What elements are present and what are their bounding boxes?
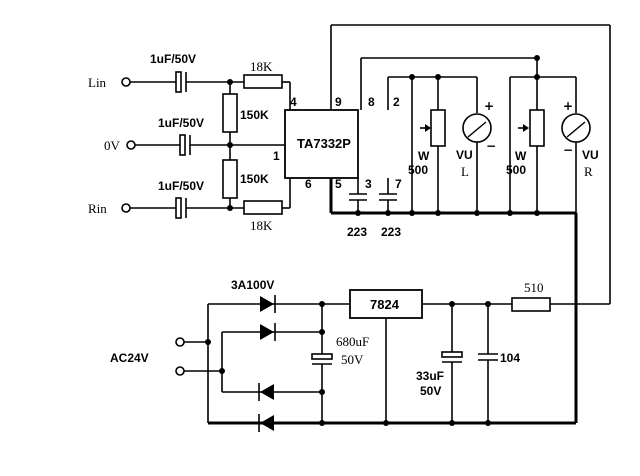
- label-cap-680-a: 680uF: [336, 334, 369, 349]
- label-lin: Lin: [88, 75, 107, 90]
- label-pin-8: 8: [368, 95, 375, 109]
- label-pot-l-w: W: [418, 149, 430, 163]
- label-cap-in-top: 1uF/50V: [150, 52, 196, 66]
- input-cap-mid: [179, 134, 230, 156]
- label-pin-6: 6: [305, 177, 312, 191]
- cap-680uf: [311, 353, 333, 365]
- label-rin: Rin: [88, 201, 107, 216]
- ic-ta7332p: [284, 109, 359, 179]
- label-pot-r-w: W: [515, 149, 527, 163]
- label-pin-4: 4: [290, 95, 297, 109]
- resistor-510: [511, 297, 610, 312]
- label-vu-l: VU: [456, 148, 473, 162]
- label-vu-r-ch: R: [584, 164, 593, 179]
- resistor-150k-bot: [222, 159, 238, 199]
- label-pin-3: 3: [365, 177, 372, 191]
- diode-top: [260, 295, 276, 313]
- label-cap-223-right: 223: [381, 225, 401, 239]
- lin-terminal: [121, 77, 176, 87]
- label-ac: AC24V: [110, 351, 149, 365]
- label-vu-r-plus: +: [563, 99, 573, 113]
- resistor-150k-top: [222, 93, 238, 133]
- label-pin-9: 9: [335, 95, 342, 109]
- rin-terminal: [121, 203, 176, 213]
- label-pin-1: 1: [273, 149, 280, 163]
- ov-terminal: [126, 140, 180, 150]
- label-vu-r-minus: −: [563, 143, 573, 157]
- pot-r: [518, 109, 545, 147]
- label-pin-2: 2: [393, 95, 400, 109]
- label-vu-l-minus: −: [486, 139, 496, 153]
- label-pin-5: 5: [335, 177, 342, 191]
- ac-terminal-bot: [175, 366, 222, 376]
- label-cap-223-left: 223: [347, 225, 367, 239]
- resistor-18k-top: [243, 74, 290, 89]
- label-pot-l-val: 500: [408, 163, 428, 177]
- label-ov: 0V: [104, 138, 121, 153]
- label-cap-in-mid: 1uF/50V: [158, 116, 204, 130]
- diode-bot: [258, 414, 274, 432]
- ac-terminal-top: [175, 337, 208, 347]
- input-cap-top: [175, 71, 244, 93]
- label-cap-in-bot: 1uF/50V: [158, 179, 204, 193]
- input-cap-bot: [175, 197, 244, 219]
- vu-meter-r: [561, 113, 591, 143]
- label-reg: 7824: [370, 297, 400, 312]
- label-res-150k-top: 150K: [240, 108, 269, 122]
- label-res-18k-top: 18K: [250, 59, 273, 74]
- label-vu-l-ch: L: [461, 164, 469, 179]
- label-cap-104: 104: [500, 351, 520, 365]
- cap-104: [478, 353, 498, 361]
- vu-meter-l: [462, 113, 492, 143]
- label-res-510: 510: [524, 280, 544, 295]
- label-cap-680-b: 50V: [341, 352, 364, 367]
- pot-l: [420, 109, 446, 147]
- label-cap-33-a: 33uF: [416, 369, 444, 383]
- label-res-150k-bot: 150K: [240, 172, 269, 186]
- label-diode: 3A100V: [231, 278, 274, 292]
- cap-33uf: [441, 351, 463, 363]
- label-res-18k-bot: 18K: [250, 218, 273, 233]
- label-vu-r: VU: [582, 148, 599, 162]
- label-ic-main: TA7332P: [297, 136, 351, 151]
- resistor-18k-bot: [243, 200, 290, 215]
- label-pot-r-val: 500: [506, 163, 526, 177]
- label-cap-33-b: 50V: [420, 384, 441, 398]
- label-vu-l-plus: +: [484, 99, 494, 113]
- label-pin-7: 7: [395, 177, 402, 191]
